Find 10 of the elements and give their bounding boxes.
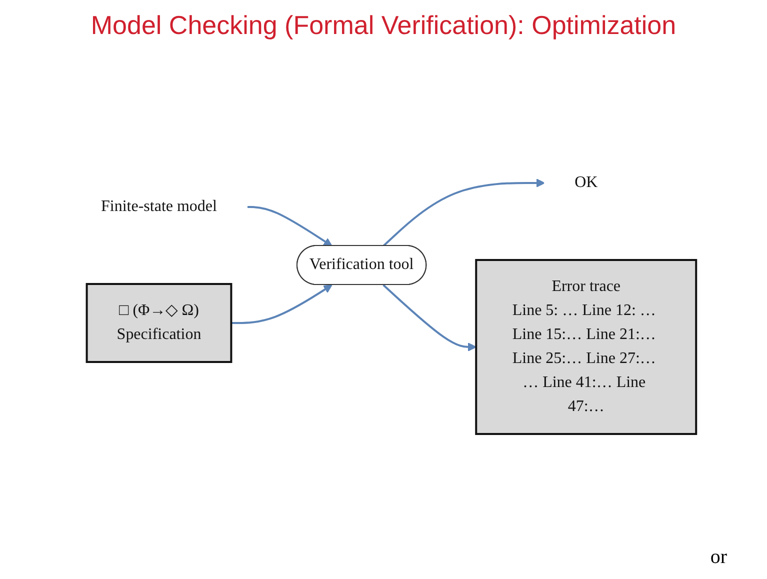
arrow <box>231 284 332 324</box>
node-box: Error trace Line 5: … Line 12: … Line 15:… Line 21:… Line 25:… Line 27:… … Line 41:… Line 47:… <box>475 259 698 435</box>
diagram-title: Model Checking (Formal Verification): Optimization <box>90 10 678 41</box>
arrow <box>382 178 545 247</box>
node-text: OK <box>574 174 598 191</box>
node-text: Finite-state model <box>100 198 217 215</box>
note-text: or <box>710 546 727 569</box>
node-box: □ (Φ→◇ Ω) Specification <box>86 283 232 363</box>
arrow <box>382 284 476 352</box>
arrow <box>246 206 332 246</box>
